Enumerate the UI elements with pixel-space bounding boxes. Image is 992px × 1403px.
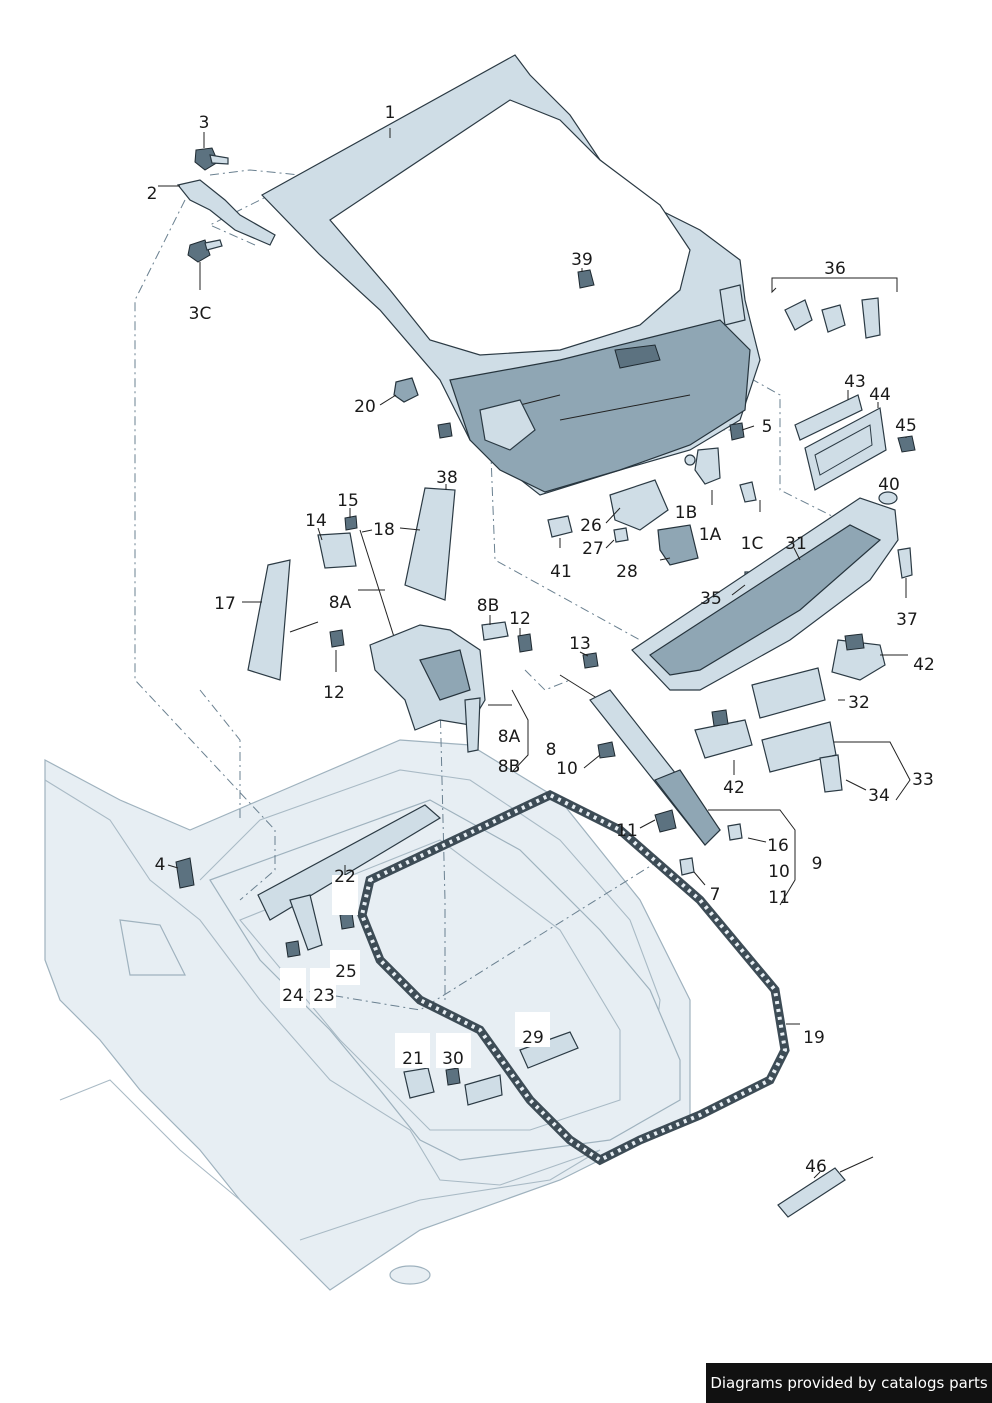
hinge-assembly [176, 147, 276, 263]
callout-5: 5 [762, 417, 773, 437]
callout-43: 43 [844, 372, 866, 392]
callout-26: 26 [580, 516, 602, 536]
inner-components [257, 804, 579, 1106]
callout-1b: 1B [675, 503, 697, 523]
callout-11-2: 11 [768, 888, 790, 908]
callout-41: 41 [550, 562, 572, 582]
callout-10: 10 [556, 759, 578, 779]
trim-panel [631, 497, 899, 691]
callout-3c: 3C [189, 304, 212, 324]
callout-21: 21 [402, 1049, 424, 1069]
callout-24: 24 [282, 986, 304, 1006]
callout-18: 18 [373, 520, 395, 540]
callout-8a-2: 8A [498, 727, 521, 747]
credit-banner: Diagrams provided by catalogs parts [706, 1363, 992, 1403]
callout-42: 42 [913, 655, 935, 675]
power-strut [559, 674, 721, 846]
callout-40: 40 [878, 475, 900, 495]
leader-lines [158, 128, 911, 1179]
callout-20: 20 [354, 397, 376, 417]
callout-15: 15 [337, 491, 359, 511]
callout-46: 46 [805, 1157, 827, 1177]
callout-8b-2: 8B [498, 757, 520, 777]
tailgate-panel [261, 54, 761, 496]
callout-2: 2 [147, 184, 158, 204]
callout-32: 32 [848, 693, 870, 713]
callout-12-2: 12 [323, 683, 345, 703]
callout-34: 34 [868, 786, 890, 806]
weather-seal [357, 789, 790, 1166]
callout-22: 22 [334, 867, 356, 887]
car-body [44, 739, 691, 1291]
callout-31: 31 [785, 534, 807, 554]
tool [777, 1156, 874, 1218]
callout-29: 29 [522, 1028, 544, 1048]
callout-45: 45 [895, 416, 917, 436]
callout-38: 38 [436, 468, 458, 488]
callout-9: 9 [812, 854, 823, 874]
callout-8: 8 [546, 740, 557, 760]
callout-27: 27 [582, 539, 604, 559]
callout-1c: 1C [741, 534, 764, 554]
callout-33: 33 [912, 770, 934, 790]
callout-1a: 1A [699, 525, 722, 545]
gas-strut-and-bracket [359, 529, 486, 753]
callout-14: 14 [305, 511, 327, 531]
callout-23: 23 [313, 986, 335, 1006]
trim-strips [247, 487, 456, 681]
hardware [175, 269, 916, 1086]
license-plate-parts [794, 394, 887, 491]
callout-labels: 1 2 3 3C 4 5 7 8 8A 8A 8B 8B 9 10 10 11 … [147, 103, 935, 1177]
callout-10-2: 10 [768, 862, 790, 882]
callout-37: 37 [896, 610, 918, 630]
callout-8a: 8A [329, 593, 352, 613]
callout-12: 12 [509, 609, 531, 629]
callout-13: 13 [569, 634, 591, 654]
latch-parts [609, 447, 757, 566]
callout-25: 25 [335, 962, 357, 982]
callout-11: 11 [616, 821, 638, 841]
callout-42-2: 42 [723, 778, 745, 798]
callout-35: 35 [700, 589, 722, 609]
callout-28: 28 [616, 562, 638, 582]
callout-30: 30 [442, 1049, 464, 1069]
callout-3: 3 [199, 113, 210, 133]
callout-7: 7 [710, 885, 721, 905]
lamps-and-switches [694, 633, 886, 793]
plugs [784, 297, 881, 339]
callout-4: 4 [155, 855, 166, 875]
callout-19: 19 [803, 1028, 825, 1048]
callout-8b: 8B [477, 596, 499, 616]
callout-1: 1 [385, 103, 396, 123]
callout-16: 16 [767, 836, 789, 856]
callout-36: 36 [824, 259, 846, 279]
callout-17: 17 [214, 594, 236, 614]
callout-39: 39 [571, 250, 593, 270]
callout-44: 44 [869, 385, 891, 405]
